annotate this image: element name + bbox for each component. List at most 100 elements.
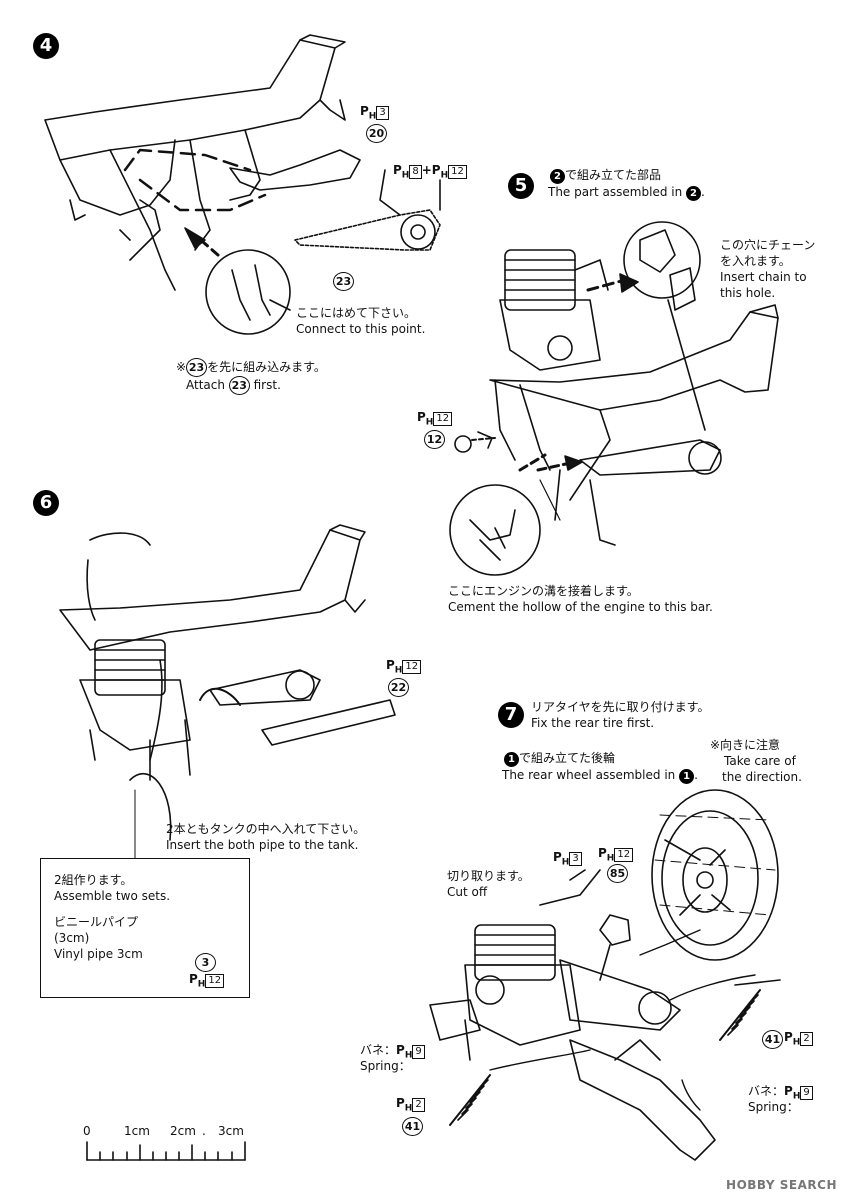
- ph-box: 8: [409, 165, 422, 179]
- ph-p: P: [396, 1043, 405, 1057]
- scale-label-2cm: 2cm: [170, 1124, 196, 1138]
- ph-h: H: [368, 111, 377, 122]
- ph-box: 12: [448, 165, 467, 179]
- ph-box: 12: [433, 412, 453, 426]
- part-12: 12: [424, 428, 445, 449]
- part-12-number: 12: [424, 430, 445, 449]
- connect-point-en: Connect to this point.: [296, 322, 426, 336]
- ph-p: P: [431, 163, 441, 177]
- ph-p: P: [784, 1084, 793, 1098]
- rear-wheel-en-text: The rear wheel assembled in: [502, 768, 676, 782]
- spring-jp-text: バネ：: [748, 1084, 785, 1098]
- vinyl-jp-1: ビニールパイプ: [54, 915, 139, 929]
- step5-title-jp-text: で組み立てた部品: [565, 168, 662, 182]
- attach-note-en: Attach 23 first.: [186, 376, 281, 395]
- part-41-number: 41: [402, 1117, 423, 1136]
- step5-title-en-text: The part assembled in: [548, 185, 683, 199]
- ph-h: H: [792, 1091, 801, 1102]
- part-22-number: 22: [388, 678, 409, 697]
- direction-note-en-2: the direction.: [722, 770, 802, 784]
- note-en-part-number: 23: [228, 376, 250, 395]
- ph-box: 12: [402, 660, 422, 674]
- vinyl-en: Vinyl pipe 3cm: [54, 947, 143, 961]
- step5-title-en-end: .: [701, 185, 705, 199]
- step-7-number: 7: [498, 702, 524, 728]
- rear-wheel-ref: 1: [504, 752, 519, 767]
- scale-label-1cm: 1cm: [124, 1124, 150, 1138]
- ph-p: P: [189, 972, 198, 986]
- inset-en: Assemble two sets.: [54, 889, 171, 903]
- ph-h: H: [404, 1050, 413, 1061]
- part-23-number: 23: [333, 272, 354, 291]
- step5-drawing: [449, 221, 779, 576]
- ph-box: 3: [569, 852, 582, 866]
- ph-h: H: [606, 853, 615, 864]
- ph-box: 9: [800, 1086, 813, 1100]
- part-41-number: 41: [762, 1030, 783, 1049]
- watermark: HOBBY SEARCH: [726, 1178, 837, 1192]
- ph-box: 2: [412, 1098, 425, 1112]
- vinyl-jp-2: (3cm): [54, 931, 90, 945]
- ph-p: P: [396, 1096, 405, 1110]
- inset-jp: 2組作ります。: [54, 873, 133, 887]
- vinyl-pipe-inset: 2組作ります。 Assemble two sets. ビニールパイプ (3cm)…: [40, 858, 250, 998]
- ph-h: H: [404, 1103, 413, 1114]
- ph-p: P: [553, 850, 562, 864]
- tank-note-jp: 2本ともタンクの中へ入れて下さい。: [166, 822, 366, 836]
- cement-note-en: Cement the hollow of the engine to this …: [448, 600, 713, 614]
- part-85: 85: [607, 862, 628, 883]
- spring-left-en: Spring：: [360, 1059, 411, 1073]
- ph-p: P: [360, 104, 369, 118]
- ph-h: H: [440, 170, 449, 181]
- ph-h: H: [197, 979, 206, 990]
- ph-box: 12: [614, 848, 634, 862]
- chain-hole-en-1: Insert chain to: [720, 270, 807, 284]
- ph-h: H: [425, 417, 434, 428]
- tank-note-en: Insert the both pipe to the tank.: [166, 838, 359, 852]
- scale-label-0: 0: [83, 1124, 91, 1138]
- step-4-number: 4: [33, 33, 59, 59]
- rear-wheel-en-ref: 1: [679, 769, 695, 784]
- step7-drawing: [429, 789, 781, 1161]
- rear-wheel-jp-text: で組み立てた後輪: [519, 751, 616, 765]
- chain-hole-jp-1: この穴にチェーン: [720, 238, 816, 252]
- ph-h: H: [401, 170, 410, 181]
- ph-p: P: [784, 1030, 793, 1044]
- part-41-right: 41: [762, 1028, 783, 1049]
- step5-title-en: The part assembled in 2.: [548, 185, 705, 201]
- ph-p: P: [386, 658, 395, 672]
- ph-p: P: [393, 163, 402, 177]
- cut-off-en: Cut off: [447, 885, 488, 899]
- part-3-number: 3: [195, 953, 216, 972]
- ph-p: P: [417, 410, 426, 424]
- step6-drawing: [59, 524, 396, 981]
- step-6-number: 6: [33, 490, 59, 516]
- scale-bar: [86, 1141, 246, 1161]
- spring-jp-text: バネ：: [360, 1043, 397, 1057]
- ph-h: H: [792, 1037, 801, 1048]
- step5-ref-number: 2: [550, 169, 565, 184]
- cut-off-jp: 切り取ります。: [447, 869, 530, 883]
- ph-plus: +: [421, 163, 432, 177]
- part-85-number: 85: [607, 864, 628, 883]
- cement-note-jp: ここにエンジンの溝を接着します。: [448, 584, 639, 598]
- step7-title-jp: リアタイヤを先に取り付けます。: [531, 700, 710, 714]
- part-20: 20: [366, 122, 387, 143]
- spring-right-en: Spring：: [748, 1100, 799, 1114]
- ph-box: 12: [205, 974, 225, 988]
- ph-box: 3: [376, 106, 389, 120]
- rear-wheel-en: The rear wheel assembled in 1.: [502, 768, 698, 784]
- step4-frame-drawing: [44, 34, 441, 335]
